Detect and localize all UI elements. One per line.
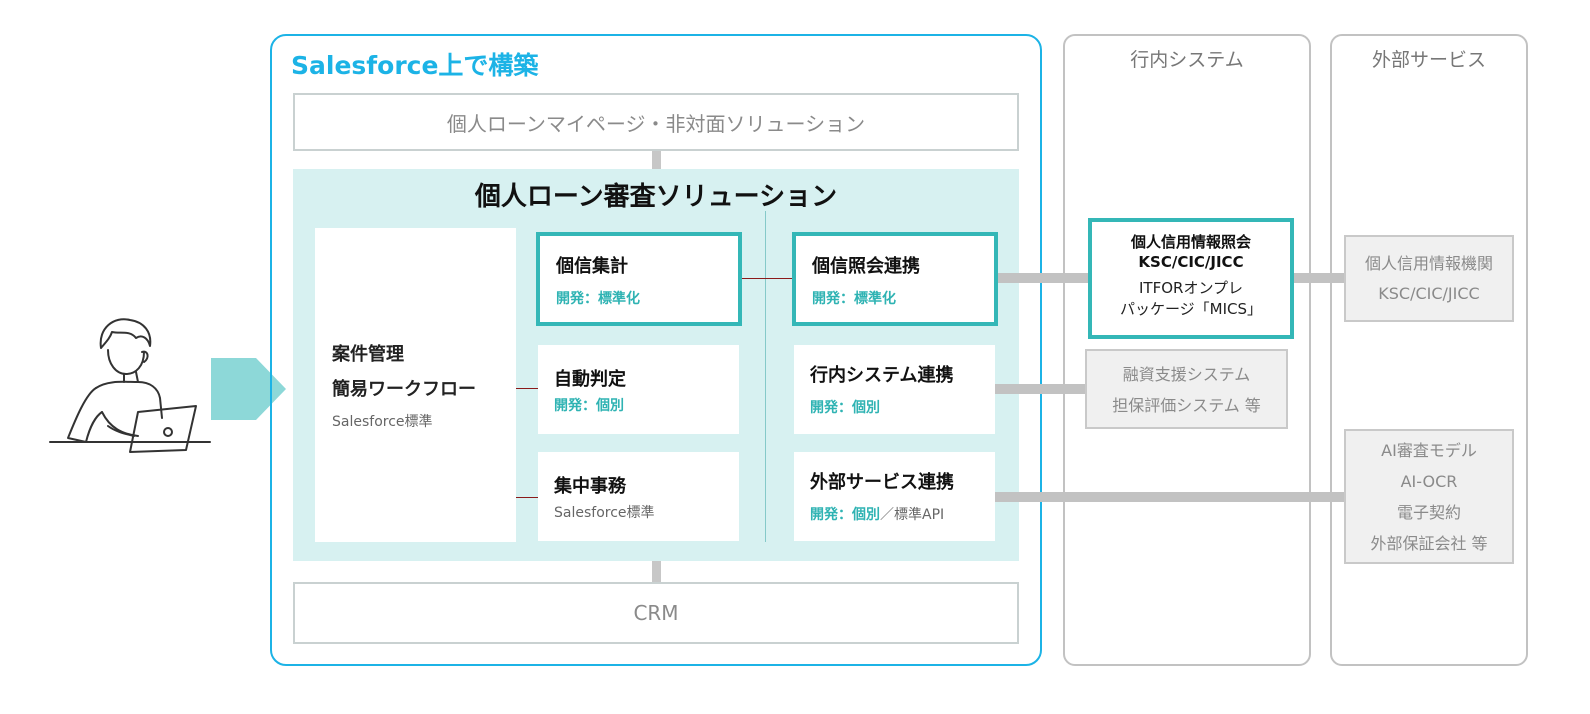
- loan-support-systems: 融資支援システム 担保評価システム 等: [1085, 349, 1288, 429]
- mypage-solution-box: 個人ローンマイページ・非対面ソリューション: [293, 93, 1019, 151]
- module-dev: 開発：個別／標準API: [810, 504, 944, 524]
- module-title: 自動判定: [554, 369, 626, 390]
- module-credit-inquiry: 個信照会連携 開発：標準化: [792, 232, 998, 326]
- credit-bureaus: KSC/CIC/JICC: [1138, 253, 1244, 271]
- module-title: 個信集計: [556, 256, 628, 277]
- external-service-title: 外部サービス: [1371, 49, 1486, 71]
- module-centralized-office: 集中事務 Salesforce標準: [538, 452, 739, 541]
- connector-bottom: [652, 561, 661, 582]
- yushi-line1: 融資支援システム: [1122, 365, 1251, 384]
- connector: [998, 273, 1090, 283]
- case-management-label: 案件管理: [332, 344, 404, 365]
- module-title: 外部サービス連携: [810, 472, 954, 493]
- case-management-box: [315, 228, 516, 542]
- connector: [995, 492, 1345, 502]
- yushi-line2: 担保評価システム 等: [1112, 396, 1261, 415]
- module-auto-judgment: 自動判定 開発：個別: [538, 345, 739, 434]
- service-item: AI審査モデル: [1381, 441, 1477, 460]
- service-item: 外部保証会社 等: [1370, 534, 1488, 553]
- module-dev: 開発：標準化: [556, 291, 640, 307]
- module-title: 行内システム連携: [810, 365, 954, 386]
- connector: [1293, 273, 1345, 283]
- module-external-service: 外部サービス連携 開発：個別／標準API: [794, 452, 995, 541]
- salesforce-frame: [270, 34, 1042, 666]
- module-dev-extra: ／標準API: [880, 507, 945, 523]
- link-line: [742, 278, 794, 279]
- arrow-right-icon: [211, 358, 286, 420]
- credit-bureau-box: 個人信用情報機関 KSC/CIC/JICC: [1344, 235, 1514, 322]
- service-item: AI-OCR: [1400, 472, 1458, 491]
- credit-title: 個人信用情報照会: [1130, 233, 1251, 251]
- module-title: 集中事務: [554, 476, 626, 497]
- external-services-box: AI審査モデル AI-OCR 電子契約 外部保証会社 等: [1344, 429, 1514, 564]
- module-title: 個信照会連携: [812, 256, 920, 277]
- connector: [995, 384, 1087, 394]
- module-credit-aggregation: 個信集計 開発：標準化: [536, 232, 742, 326]
- person-with-laptop-icon: [49, 318, 211, 453]
- kikan-line1: 個人信用情報機関: [1364, 254, 1493, 273]
- service-item: 電子契約: [1396, 503, 1461, 522]
- credit-inquiry-package: 個人信用情報照会 KSC/CIC/JICC ITFORオンプレ パッケージ「MI…: [1088, 218, 1294, 339]
- module-dev: 開発：個別: [810, 400, 880, 416]
- module-sub: Salesforce標準: [554, 505, 655, 521]
- kikan-line2: KSC/CIC/JICC: [1378, 284, 1480, 303]
- credit-vendor: ITFORオンプレ: [1139, 279, 1243, 297]
- internal-system-title: 行内システム: [1130, 49, 1244, 71]
- external-service-column: [1330, 34, 1528, 666]
- module-dev: 開発：個別: [554, 398, 624, 414]
- module-dev-teal: 開発：個別: [810, 507, 880, 523]
- internal-system-column: [1063, 34, 1311, 666]
- link-line: [516, 497, 538, 498]
- salesforce-title: Salesforce上で構築: [291, 51, 539, 80]
- module-internal-system: 行内システム連携 開発：個別: [794, 345, 995, 434]
- case-sub-label: Salesforce標準: [332, 414, 433, 430]
- link-line: [516, 388, 538, 389]
- crm-box: CRM: [293, 582, 1019, 644]
- solution-title: 個人ローン審査ソリューション: [474, 182, 838, 212]
- workflow-label: 簡易ワークフロー: [332, 379, 476, 400]
- credit-package: パッケージ「MICS」: [1119, 300, 1263, 318]
- solution-divider: [765, 211, 766, 542]
- module-dev: 開発：標準化: [812, 291, 896, 307]
- connector-top: [652, 151, 661, 170]
